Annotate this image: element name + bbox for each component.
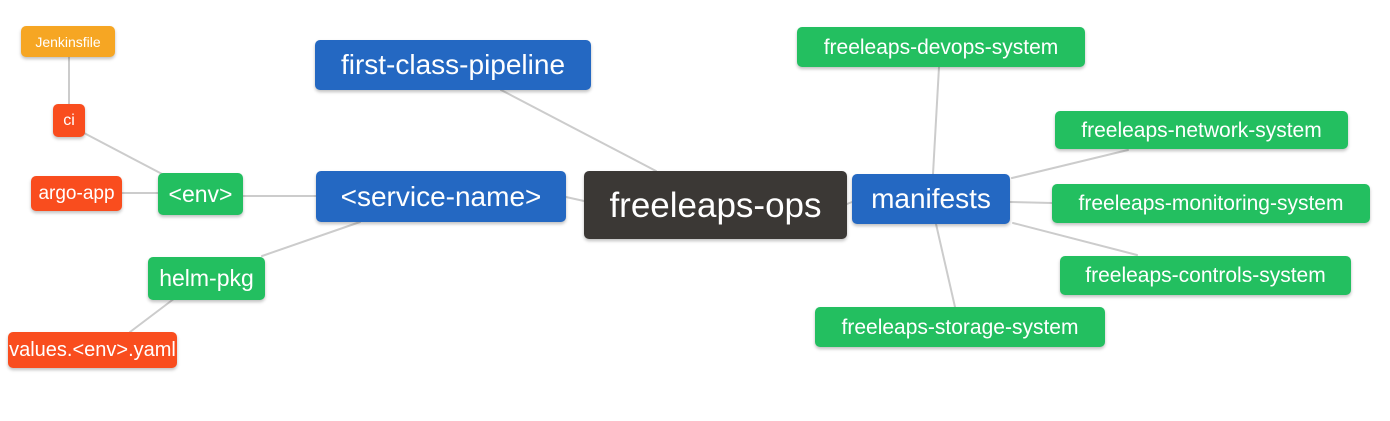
edge-root-manifests <box>846 201 853 205</box>
node-freeleaps-storage-system[interactable]: freeleaps-storage-system <box>815 307 1105 347</box>
node-freeleaps-network-system[interactable]: freeleaps-network-system <box>1055 111 1348 149</box>
edge-ci-env <box>83 132 165 176</box>
node-argo-app[interactable]: argo-app <box>31 176 122 211</box>
node-freeleaps-ops[interactable]: freeleaps-ops <box>584 171 847 239</box>
edge-service-name-root <box>565 196 585 202</box>
edge-manifests-monitoring-system <box>1009 201 1053 204</box>
edge-helm-pkg-values-env-yaml <box>129 297 176 333</box>
node-manifests[interactable]: manifests <box>852 174 1010 224</box>
node-freeleaps-monitoring-system[interactable]: freeleaps-monitoring-system <box>1052 184 1370 223</box>
edge-manifests-devops-system <box>932 66 940 175</box>
node-freeleaps-devops-system[interactable]: freeleaps-devops-system <box>797 27 1085 67</box>
node-ci[interactable]: ci <box>53 104 85 137</box>
node-helm-pkg[interactable]: helm-pkg <box>148 257 265 300</box>
node-first-class-pipeline[interactable]: first-class-pipeline <box>315 40 591 90</box>
node-service-name[interactable]: <service-name> <box>316 171 566 222</box>
edge-service-name-helm-pkg <box>261 221 361 257</box>
edge-manifests-controls-system <box>1012 222 1138 256</box>
node-freeleaps-controls-system[interactable]: freeleaps-controls-system <box>1060 256 1351 295</box>
edge-manifests-network-system <box>1011 149 1129 179</box>
node-env[interactable]: <env> <box>158 173 243 215</box>
edge-manifests-storage-system <box>935 223 956 308</box>
node-jenkinsfile[interactable]: Jenkinsfile <box>21 26 115 57</box>
node-values-env-yaml[interactable]: values.<env>.yaml <box>8 332 177 368</box>
edge-first-class-pipeline-root <box>500 89 657 172</box>
